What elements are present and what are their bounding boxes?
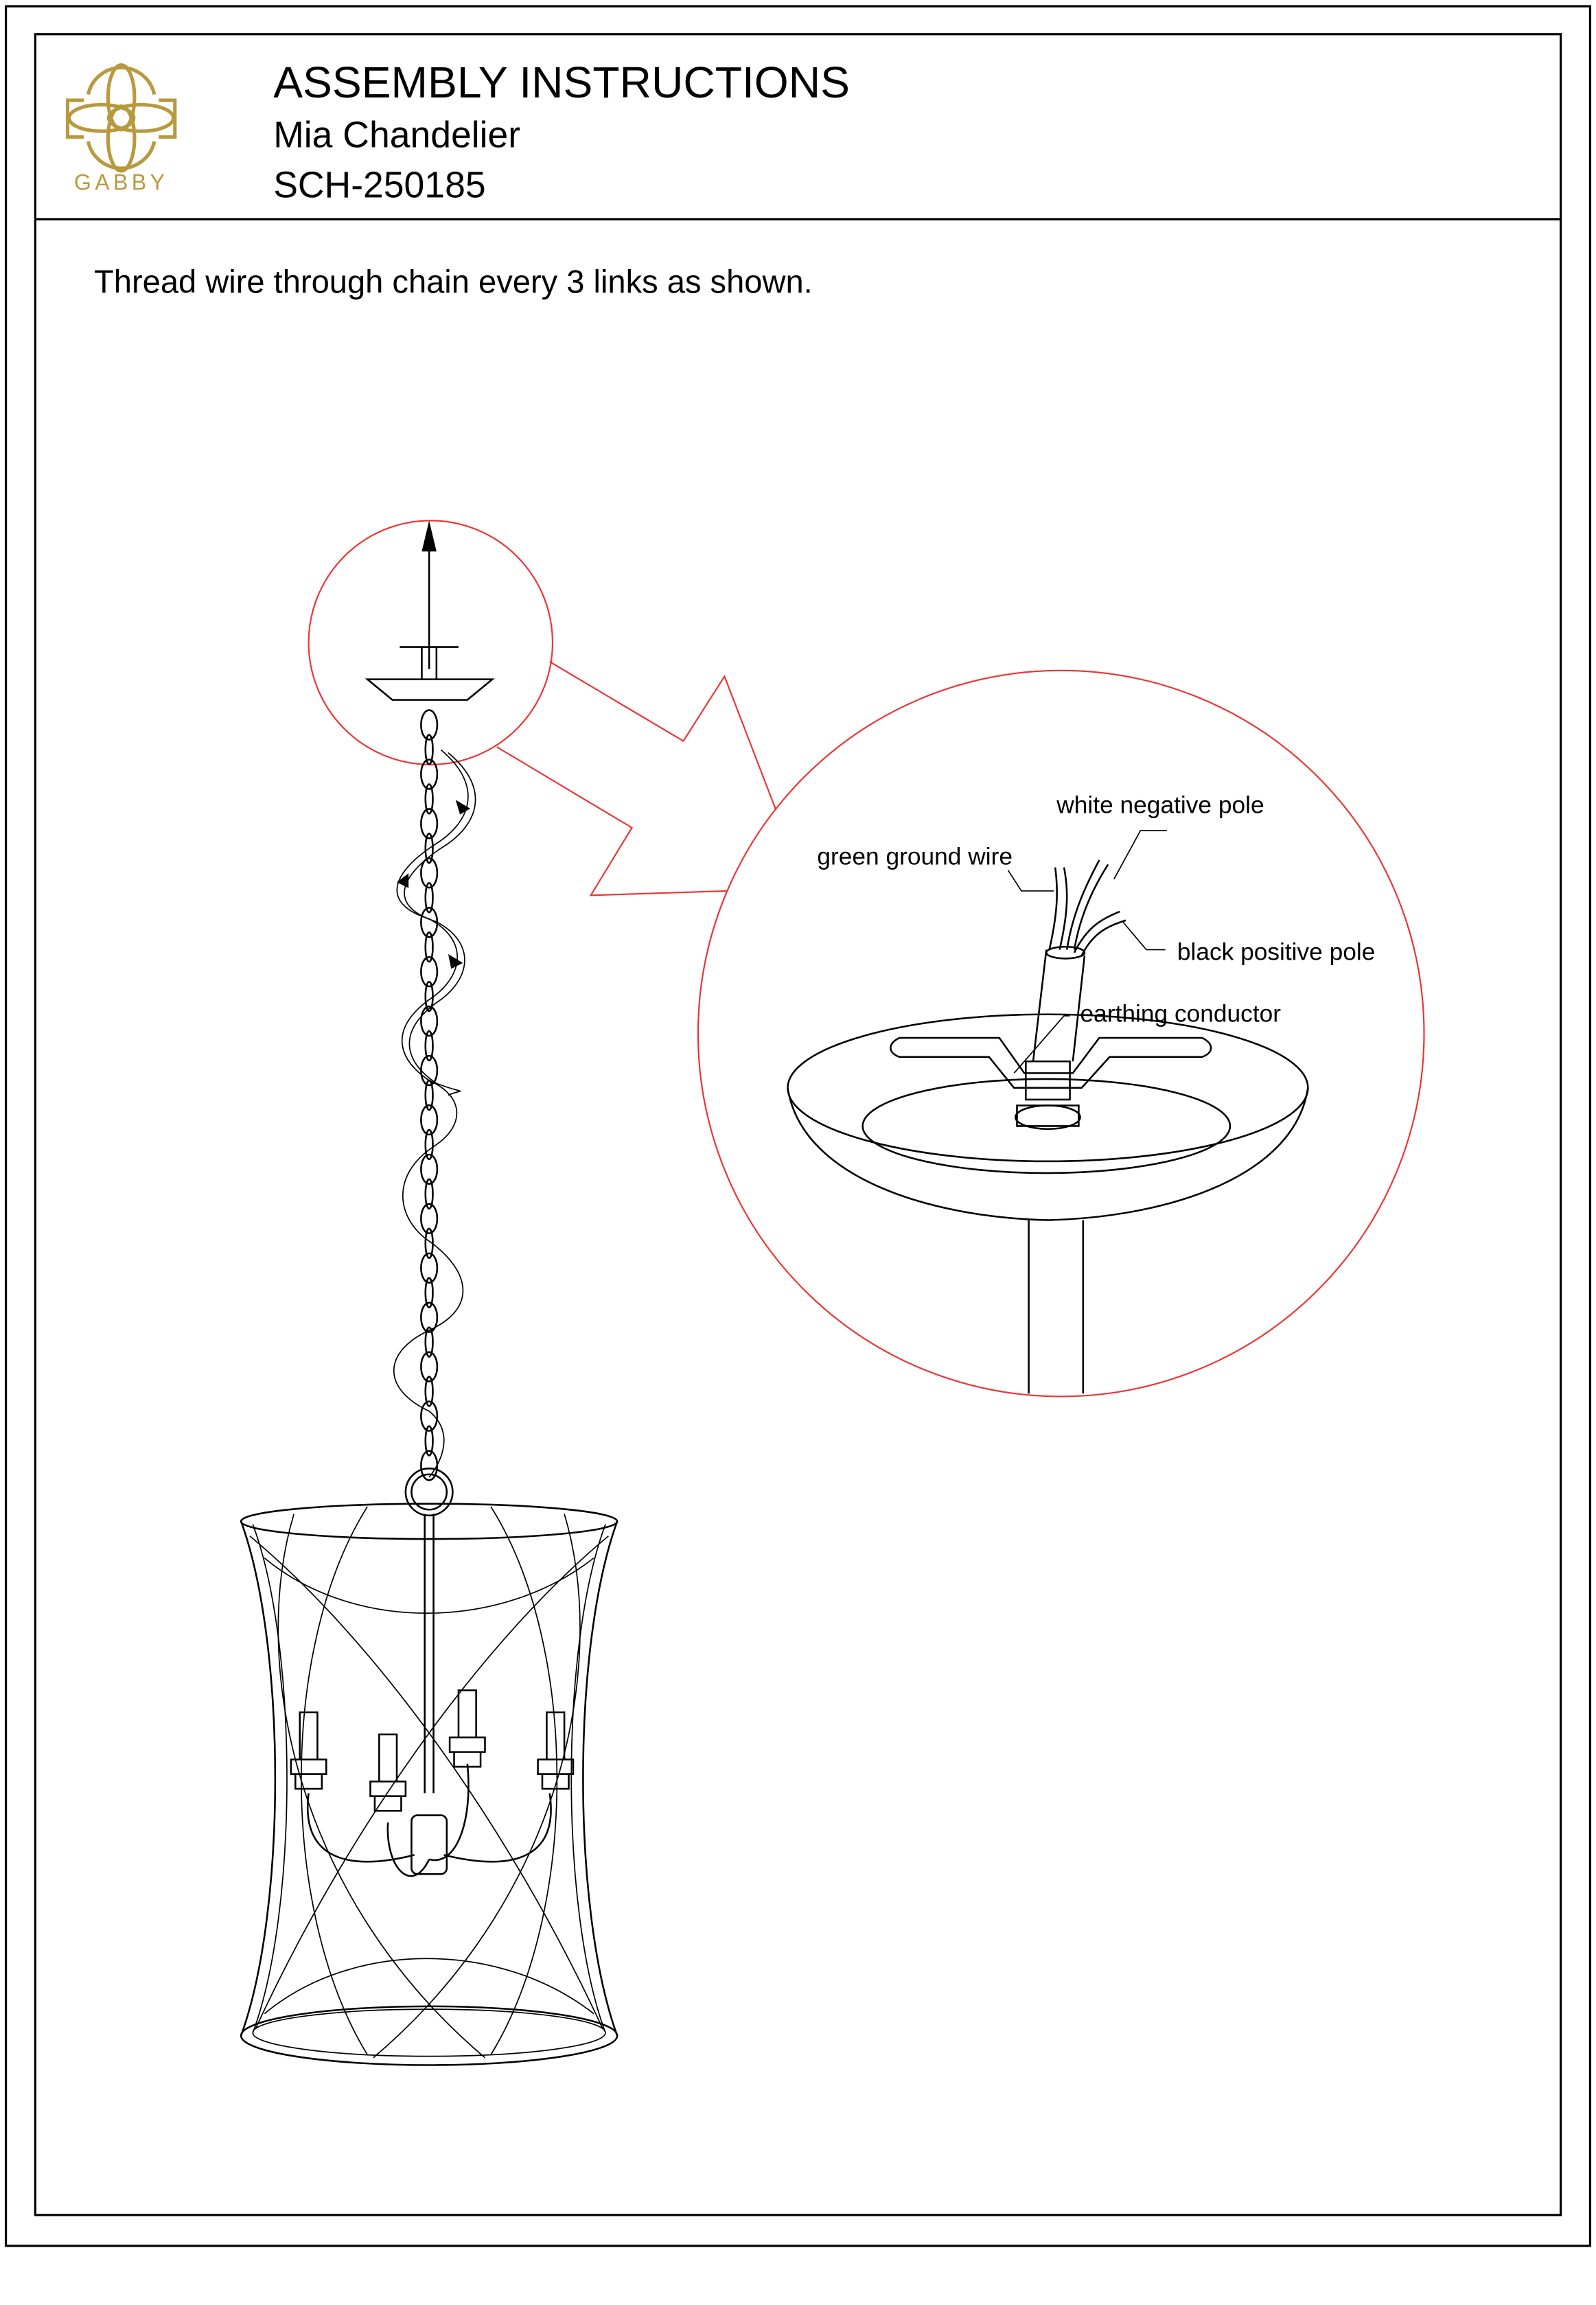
chain-link — [420, 709, 439, 741]
page-title: ASSEMBLY INSTRUCTIONS — [273, 58, 850, 107]
chain-link — [424, 734, 434, 765]
chain-link — [424, 1128, 434, 1161]
candle — [448, 1689, 486, 1768]
chain-link — [424, 1326, 434, 1358]
chain-link — [424, 833, 434, 864]
chain-link — [420, 1301, 439, 1333]
chain-link — [424, 1277, 434, 1308]
candle — [290, 1711, 327, 1790]
chain-link — [420, 1252, 439, 1284]
label-black-positive-pole: black positive pole — [1177, 939, 1376, 966]
detail-view — [787, 830, 1309, 1394]
wire — [393, 749, 476, 1478]
chain-link — [420, 1104, 439, 1136]
chandelier-cage — [240, 1468, 618, 2066]
label-white-negative-pole: white negative pole — [1056, 791, 1264, 818]
chain — [420, 709, 439, 1481]
chain-link — [420, 1005, 439, 1037]
chain-link — [420, 857, 439, 889]
product-name: Mia Chandelier — [273, 115, 520, 156]
chain-link — [424, 1425, 434, 1457]
label-earthing-conductor: earthing conductor — [1080, 1000, 1282, 1027]
chain-link — [424, 1376, 434, 1407]
up-arrow-icon — [421, 520, 437, 552]
instruction-text: Thread wire through chain every 3 links … — [94, 264, 813, 300]
chain-link — [420, 1400, 439, 1432]
label-green-ground-wire: green ground wire — [817, 843, 1013, 870]
chain-link — [424, 783, 434, 815]
candle — [537, 1711, 575, 1790]
chain-link — [424, 1030, 434, 1062]
chain-link — [420, 1203, 439, 1235]
chain-link — [420, 808, 439, 839]
canopy — [365, 520, 495, 701]
outer-frame — [4, 5, 1592, 2247]
chain-link — [420, 1351, 439, 1382]
callout-magnifier — [308, 520, 1425, 1398]
chain-link — [424, 1178, 434, 1210]
gabby-logo: GABBY — [65, 63, 177, 195]
chain-link — [424, 931, 434, 963]
logo-text: GABBY — [74, 170, 168, 195]
chain-link — [420, 758, 439, 790]
chain-link — [420, 955, 439, 988]
chain-link — [420, 1153, 439, 1185]
candle — [369, 1733, 407, 1812]
chain-link — [424, 882, 434, 914]
inner-frame — [34, 33, 1562, 2216]
product-sku: SCH-250185 — [273, 165, 485, 205]
